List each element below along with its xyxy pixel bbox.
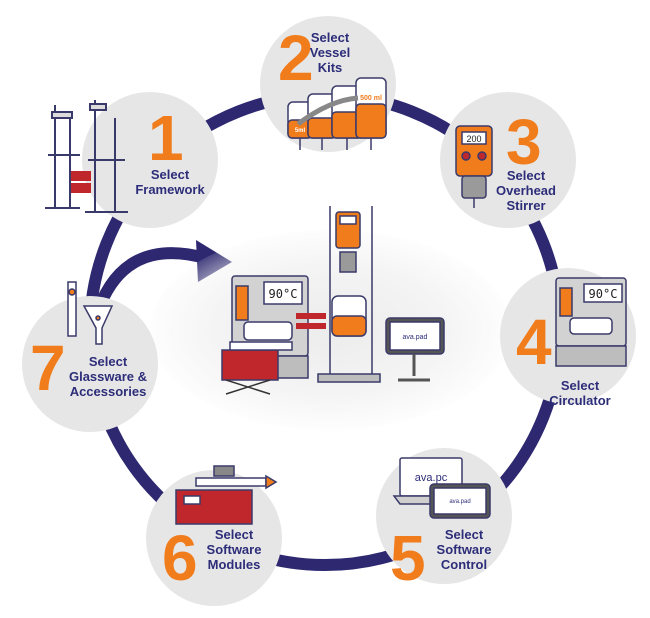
overhead-stirrer-icon [455,125,493,208]
step-3-line-1: Select [506,168,546,183]
step-1-line-2: Framework [135,182,205,197]
step-number-4: 4 [516,306,552,378]
step-5-line-3: Control [440,557,488,572]
step-number-5: 5 [390,522,426,594]
step-label-2: Select Vessel Kits [300,30,360,75]
step-7-line-3: Accessories [69,384,147,399]
step-5-line-1: Select [444,527,484,542]
circulator-display-center: 90°C [269,287,298,301]
step-1-line-1: Select [150,167,190,182]
step-number-2: 2 [278,22,314,94]
step-3-line-2: Overhead [496,183,556,198]
software-control-icon [392,457,491,519]
reactor-system-icon [221,206,445,395]
step-4-line-2: Circulator [549,393,611,408]
glassware-icon [67,281,114,345]
tablet-brand-center: ava.pad [403,334,428,341]
step-3-line-3: Stirrer [506,198,546,213]
step-7-line-1: Select [88,354,128,369]
vessel-kits-icon [287,77,387,150]
step-2-line-3: Kits [317,60,343,75]
software-brand: ava.pc [415,472,448,484]
step-label-3: Select Overhead Stirrer [486,168,566,213]
circulator-display: 90°C [589,287,618,301]
step-6-line-1: Select [214,527,254,542]
step-2-line-1: Select [310,30,350,45]
step-label-6: Select Software Modules [196,527,272,572]
step-2-line-2: Vessel [309,45,351,60]
step-number-1: 1 [148,102,184,174]
stirrer-display: 200 [466,134,481,144]
circulator-icon [555,277,627,367]
step-label-1: Select Framework [122,167,218,197]
vessel-large-label: 500 ml [360,95,382,102]
step-label-5: Select Software Control [426,527,502,572]
framework-icon [45,100,128,213]
step-4-line-1: Select [560,378,600,393]
step-number-6: 6 [162,522,198,594]
step-6-line-2: Software [206,542,262,557]
step-label-7: Select Glassware & Accessories [66,354,150,399]
vessel-small-label: 5ml [295,128,306,134]
step-circle-7 [22,296,158,432]
syringe-pump-icon [175,465,278,525]
tablet-brand: ava.pad [449,499,470,505]
step-6-line-3: Modules [207,557,261,572]
step-label-4: Select Circulator [540,378,620,408]
step-7-line-2: Glassware & [68,369,148,384]
step-5-line-2: Software [436,542,492,557]
step-number-3: 3 [506,106,542,178]
step-number-7: 7 [30,332,66,404]
